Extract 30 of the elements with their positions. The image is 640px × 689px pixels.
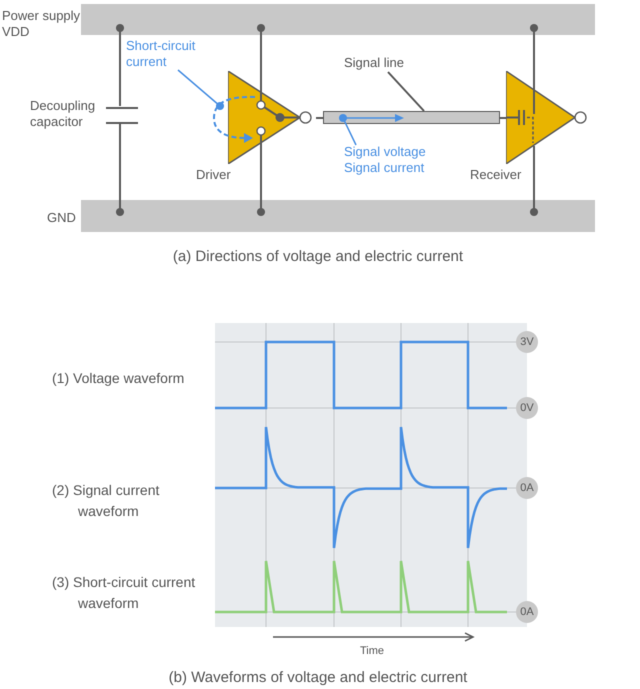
caption: (b) Waveforms of voltage and electric current: [168, 668, 468, 688]
wire: [116, 123, 124, 216]
component-label: Decoupling capacitor: [30, 98, 96, 130]
signal-line-bar: [323, 111, 500, 124]
level-marker: 0A: [516, 601, 538, 623]
wire: [500, 117, 506, 119]
annotation-text: Short-circuit current: [126, 38, 196, 70]
waveform-label: (3) Short-circuit current waveform: [52, 573, 196, 613]
waveform-label: (1) Voltage waveform: [52, 369, 186, 388]
annotation-text: Signal line: [344, 55, 405, 71]
level-marker: 0V: [516, 397, 538, 419]
wire: [256, 24, 266, 101]
leader-line: [387, 71, 425, 112]
leader-line: [338, 114, 357, 146]
wire: [116, 24, 124, 106]
wire: [256, 135, 266, 216]
rail-label: GND: [47, 210, 77, 226]
component-label: Receiver: [470, 167, 522, 183]
wire: [530, 146, 538, 216]
waveform-label: (2) Signal current waveform: [52, 481, 160, 521]
rail-label: Power supply VDD: [2, 8, 82, 40]
caption: (a) Directions of voltage and electric current: [172, 247, 464, 267]
component-label: Driver: [196, 167, 232, 183]
axis-label: Time: [358, 644, 386, 659]
leader-line: [178, 69, 224, 110]
level-marker: 0A: [516, 477, 538, 499]
wire: [530, 24, 538, 114]
annotation-text: Signal voltage: [344, 144, 427, 160]
wire: [316, 117, 323, 119]
annotation-text: Signal current: [344, 160, 426, 176]
